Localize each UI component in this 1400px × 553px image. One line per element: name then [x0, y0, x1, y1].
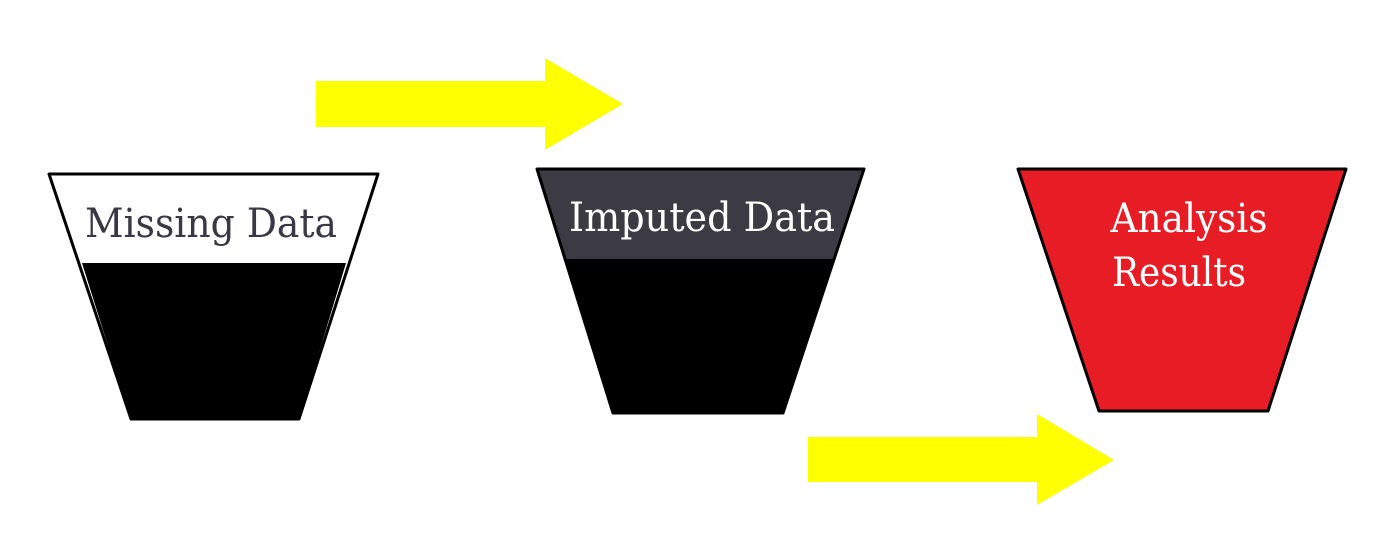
- stage-missing-data-bottom-fill: [82, 263, 346, 419]
- stage-analysis-results: Analysis Results: [1016, 167, 1348, 413]
- stage-analysis-results-label-line2: Results: [1112, 250, 1246, 296]
- stage-analysis-results-outline: [1016, 167, 1348, 413]
- stage-imputed-data-top-fill: [537, 169, 864, 259]
- stage-missing-data-outline: [47, 172, 380, 421]
- arrow-missing-to-imputed: [316, 58, 623, 150]
- stage-missing-data-top-fill: [49, 174, 378, 263]
- stage-imputed-data-bottom-fill: [565, 259, 833, 413]
- stage-missing-data: Missing Data: [47, 172, 380, 421]
- stage-missing-data-label: Missing Data: [85, 201, 337, 247]
- stage-imputed-data-label: Imputed Data: [569, 195, 835, 241]
- stage-imputed-data: Imputed Data: [535, 167, 866, 415]
- stage-analysis-results-fill: [1018, 169, 1346, 411]
- arrow-imputed-to-analysis: [808, 414, 1114, 505]
- stage-imputed-data-outline: [535, 167, 866, 415]
- stage-analysis-results-label-line1: Analysis: [1110, 196, 1268, 242]
